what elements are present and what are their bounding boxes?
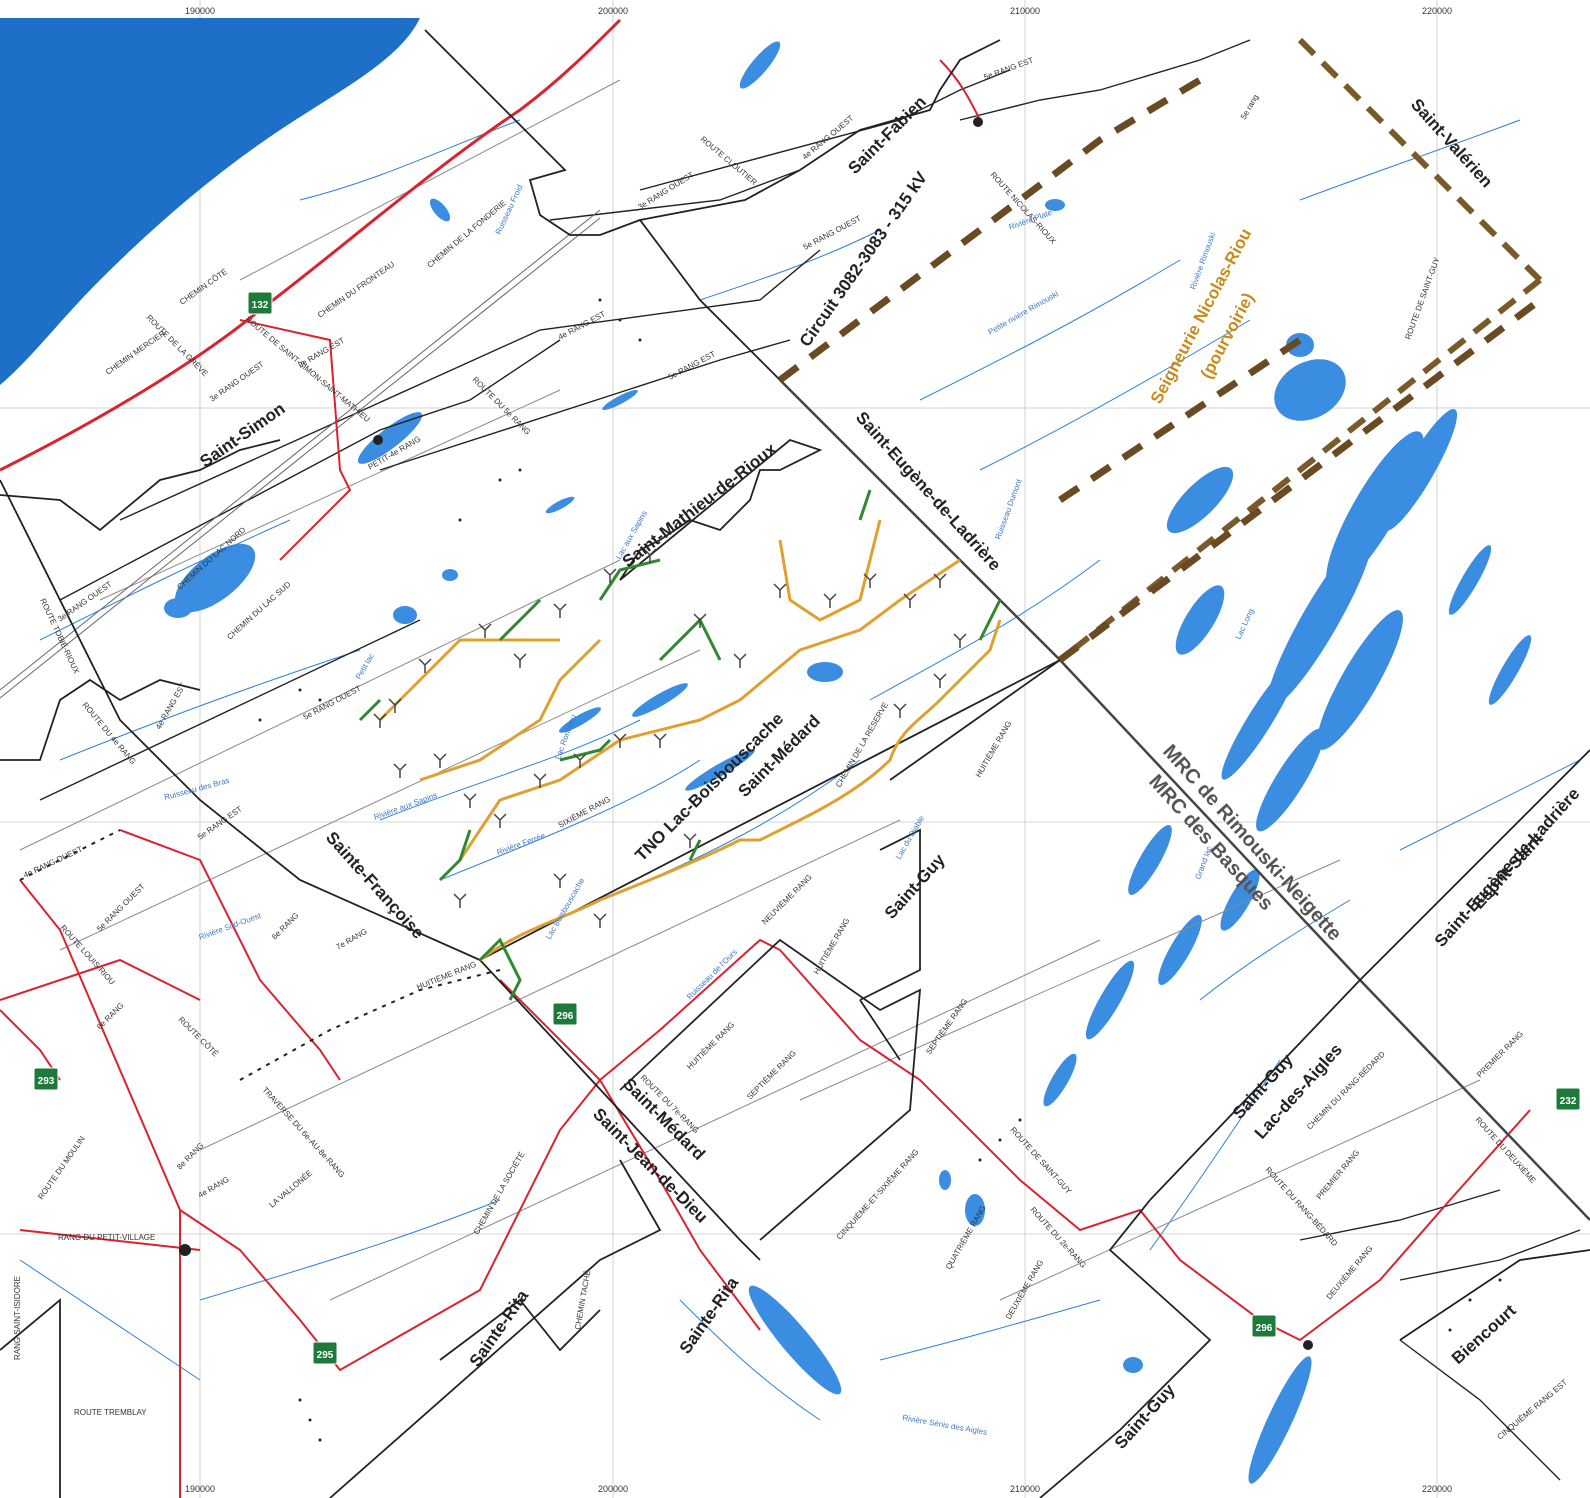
railway bbox=[0, 209, 601, 699]
svg-text:293: 293 bbox=[38, 1076, 55, 1087]
secondary-highways bbox=[0, 59, 1531, 1498]
svg-text:296: 296 bbox=[1256, 1323, 1273, 1334]
x-tick-top: 210000 bbox=[1010, 6, 1040, 16]
x-tick-top: 200000 bbox=[598, 6, 628, 16]
shield-295: 295 bbox=[312, 1341, 338, 1365]
building-dots bbox=[258, 298, 1502, 1442]
village-clusters bbox=[179, 117, 1313, 1350]
power-line-circuit bbox=[777, 76, 1543, 663]
local-roads bbox=[39, 39, 1581, 1481]
shield-296: 296 bbox=[552, 1002, 578, 1026]
grid-coordinate-labels: 190000 200000 210000 220000 190000 20000… bbox=[185, 6, 1452, 1494]
x-tick-bottom: 220000 bbox=[1422, 1484, 1452, 1494]
svg-text:296: 296 bbox=[557, 1011, 574, 1022]
shield-296: 296 bbox=[1251, 1314, 1277, 1338]
lakes bbox=[164, 41, 1532, 1484]
shield-293: 293 bbox=[33, 1067, 59, 1091]
dotted-roads bbox=[19, 829, 501, 1081]
svg-text:ROUTE TREMBLAY: ROUTE TREMBLAY bbox=[74, 1408, 147, 1417]
shield-132: 132 bbox=[247, 291, 273, 315]
wind-turbine-markers bbox=[373, 548, 967, 928]
svg-text:RANG SAINT-ISIDORE: RANG SAINT-ISIDORE bbox=[13, 1276, 22, 1360]
svg-text:295: 295 bbox=[317, 1350, 334, 1361]
x-tick-bottom: 200000 bbox=[598, 1484, 628, 1494]
minor-roads bbox=[19, 79, 1481, 1301]
shield-232: 232 bbox=[1555, 1087, 1581, 1111]
svg-text:RANG DU PETIT-VILLAGE: RANG DU PETIT-VILLAGE bbox=[58, 1233, 155, 1242]
svg-text:132: 132 bbox=[252, 300, 269, 311]
x-tick-bottom: 190000 bbox=[185, 1484, 215, 1494]
highways bbox=[0, 18, 622, 472]
x-tick-top: 190000 bbox=[185, 6, 215, 16]
seigneurie-boundary bbox=[1058, 37, 1543, 663]
estuary-water bbox=[0, 18, 420, 385]
streams bbox=[19, 119, 1581, 1421]
x-tick-bottom: 210000 bbox=[1010, 1484, 1040, 1494]
x-tick-top: 220000 bbox=[1422, 6, 1452, 16]
route-shields: 132 293 296 296 295 232 bbox=[33, 291, 1581, 1365]
svg-text:232: 232 bbox=[1560, 1096, 1577, 1107]
mrc-boundary bbox=[779, 379, 1590, 1221]
wind-farm-collector bbox=[358, 489, 1002, 1001]
